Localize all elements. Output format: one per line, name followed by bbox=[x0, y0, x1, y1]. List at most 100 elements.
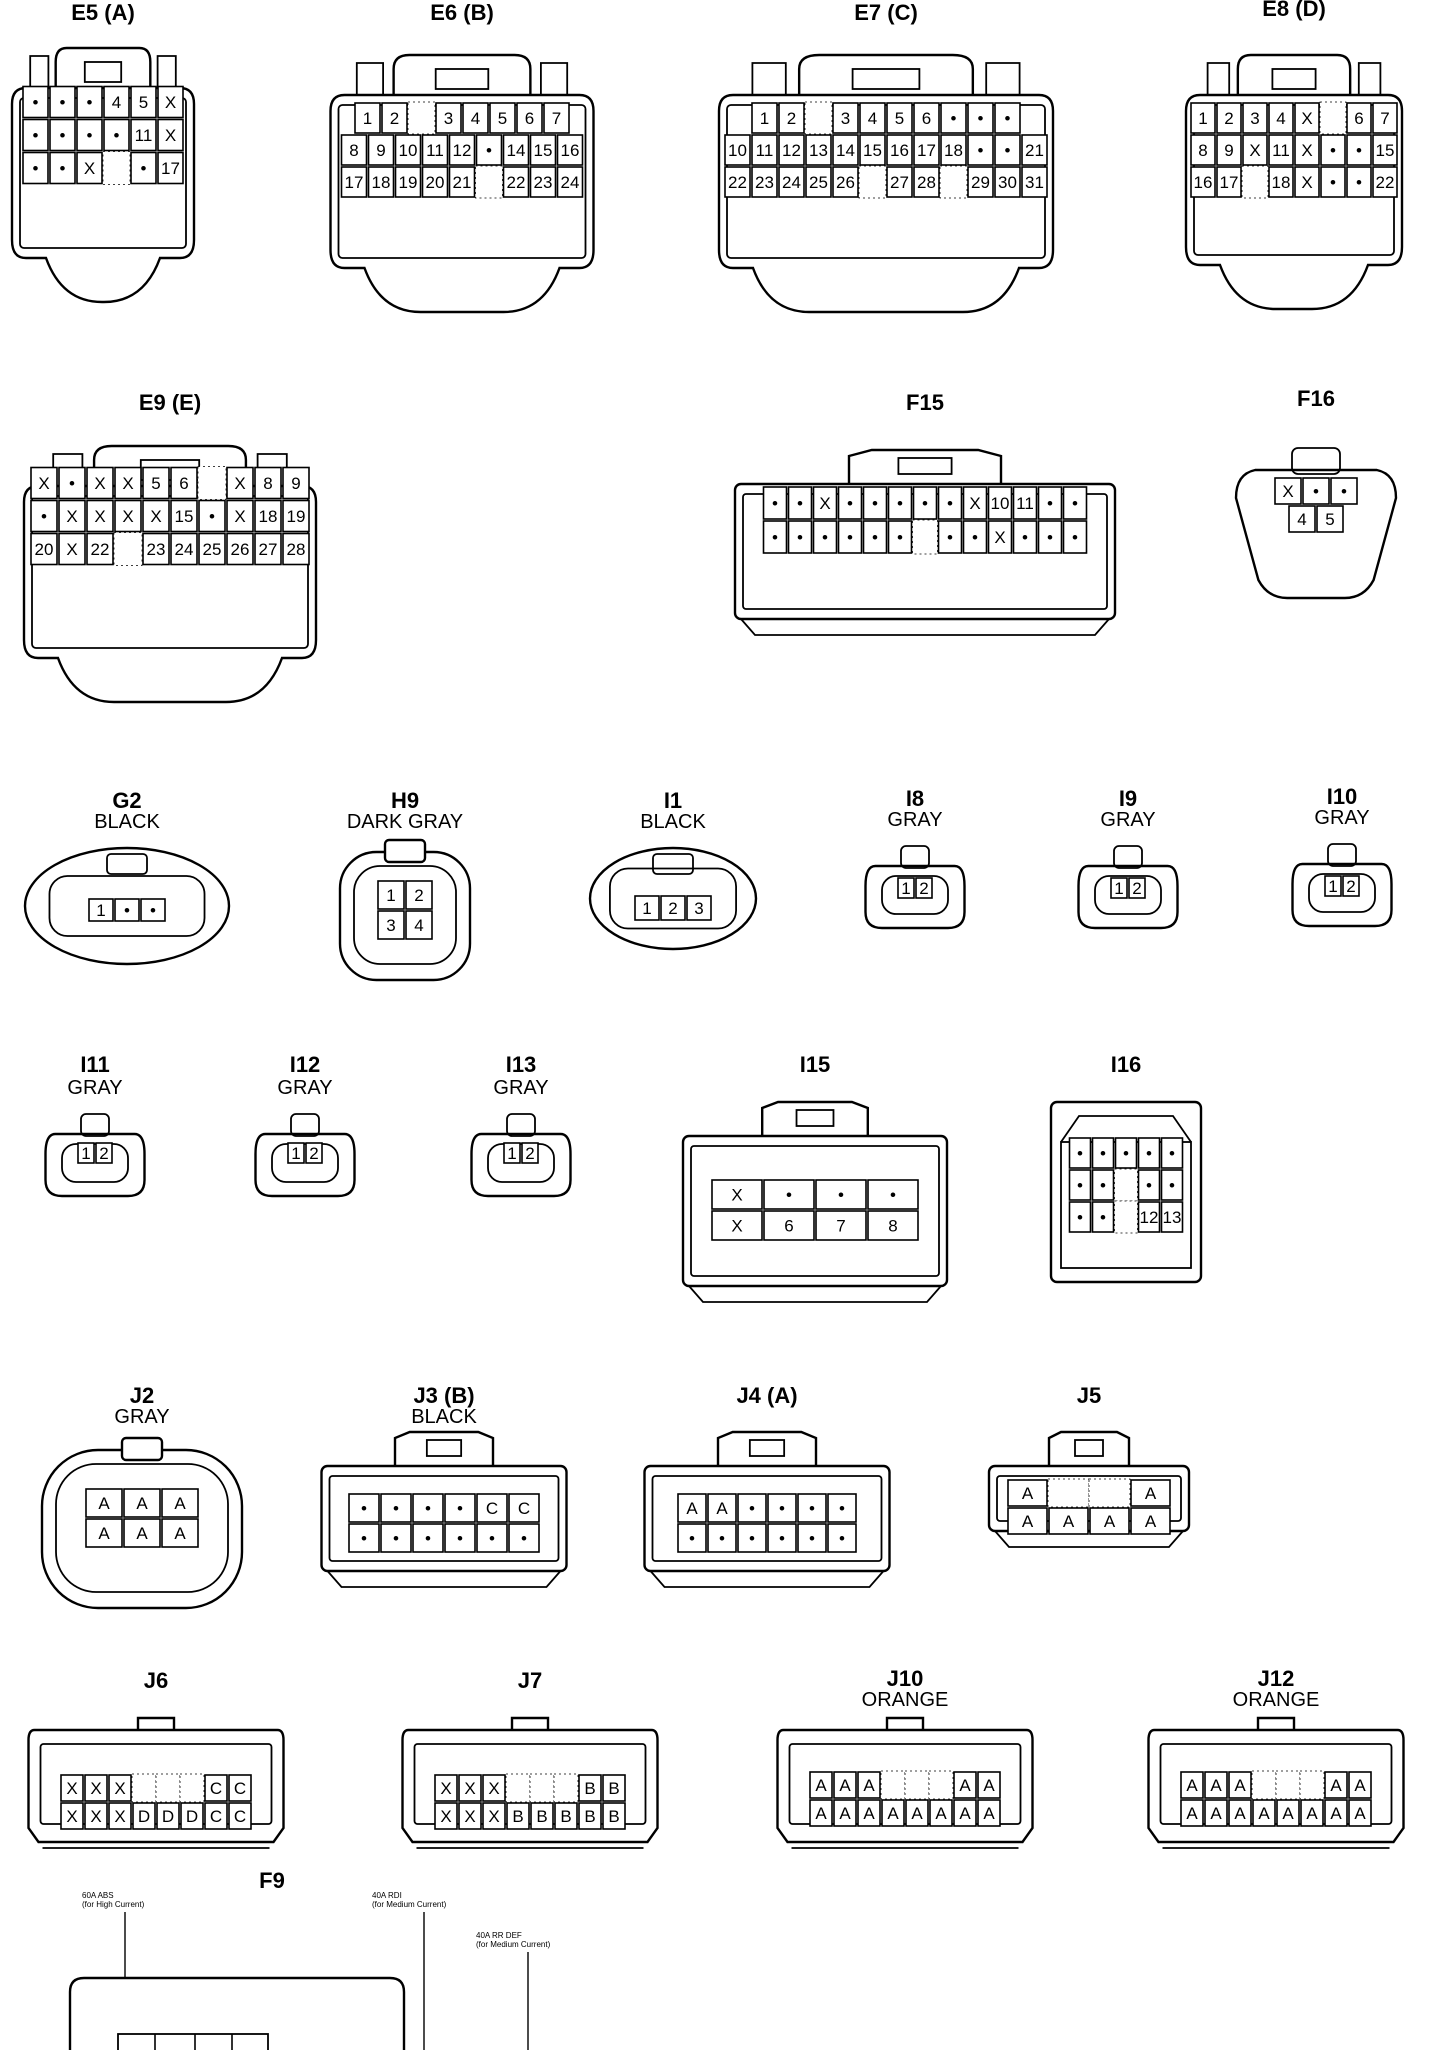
j12-pin-label: A bbox=[1210, 1804, 1222, 1823]
f15-pin-label: • bbox=[897, 528, 903, 547]
j3-pin-cell bbox=[348, 1523, 380, 1553]
j7-pin-label: X bbox=[440, 1807, 451, 1826]
e9-pin-label: X bbox=[234, 474, 245, 493]
j4-pin-label: • bbox=[779, 1499, 785, 1518]
e9-inner-frame bbox=[31, 495, 309, 649]
e5-pin-cell bbox=[49, 151, 76, 185]
i16-empty-slot bbox=[1114, 1168, 1138, 1202]
j10-pin-cell bbox=[857, 1771, 881, 1799]
j12-pin-label: A bbox=[1282, 1804, 1294, 1823]
e8-pin-label: • bbox=[1330, 173, 1336, 192]
e7-pin-cell bbox=[886, 166, 913, 198]
i15-pin-label: 6 bbox=[784, 1217, 793, 1236]
j4-pin-cell bbox=[737, 1493, 767, 1523]
e8-pin-label: • bbox=[1330, 141, 1336, 160]
e5-pin-cell bbox=[130, 118, 157, 152]
j4-pin-cell bbox=[677, 1493, 707, 1523]
e5-inner-frame bbox=[19, 97, 187, 249]
e7-pin-cell bbox=[724, 134, 751, 166]
j4-base bbox=[649, 1570, 885, 1588]
i16-pin-label: • bbox=[1100, 1144, 1106, 1163]
i15-pin-label: • bbox=[890, 1186, 896, 1205]
e9-pin-cell bbox=[254, 499, 282, 533]
e6-pin-label: 15 bbox=[534, 141, 553, 160]
f15-empty-slot bbox=[912, 519, 938, 555]
g2-pin-cell bbox=[140, 898, 166, 922]
j12-pin-cell bbox=[1324, 1799, 1348, 1827]
i15-latch bbox=[761, 1100, 869, 1136]
connector-title: I8 bbox=[906, 786, 924, 811]
i1-pin-label: 3 bbox=[694, 899, 703, 918]
j7-pin-cell bbox=[458, 1774, 482, 1802]
j4-pin-label: • bbox=[779, 1529, 785, 1548]
f15-pin-label: • bbox=[947, 494, 953, 513]
e7-pin-cell bbox=[859, 134, 886, 166]
j12-pin-cell bbox=[1204, 1799, 1228, 1827]
j10-pin-label: A bbox=[983, 1804, 995, 1823]
e9-pin-label: X bbox=[150, 507, 161, 526]
e7-pin-label: 17 bbox=[917, 141, 936, 160]
e5-pin-label: • bbox=[60, 126, 66, 145]
connector-title: J3 (B) bbox=[413, 1383, 474, 1408]
e6-pin-cell bbox=[529, 134, 557, 166]
j7-latch bbox=[510, 1716, 550, 1730]
f15-pin-cell bbox=[837, 520, 863, 554]
f15-pin-label: • bbox=[797, 494, 803, 513]
j3-pin-label: • bbox=[361, 1529, 367, 1548]
j6-empty-slot bbox=[179, 1773, 205, 1803]
connector-title: J12 bbox=[1258, 1666, 1295, 1691]
e5-pin-label: 5 bbox=[139, 93, 148, 112]
j12-pin-cell bbox=[1348, 1799, 1372, 1827]
e8-rib-right bbox=[1357, 62, 1382, 115]
j10-empty-slot bbox=[904, 1770, 930, 1800]
e9-pin-label: 18 bbox=[259, 507, 278, 526]
f15-pin-label: X bbox=[819, 494, 830, 513]
i1-pin-label: 1 bbox=[642, 899, 651, 918]
e7-empty-slot bbox=[804, 101, 833, 135]
g2-pin-label: • bbox=[150, 901, 156, 920]
j6-pin-cell bbox=[204, 1774, 228, 1802]
e5-pin-cell bbox=[157, 118, 184, 152]
j5-pin-label: A bbox=[1022, 1484, 1034, 1503]
f15-pin-cell bbox=[862, 520, 888, 554]
i10-pin-cell bbox=[1324, 875, 1342, 897]
connector-title: E7 (C) bbox=[854, 0, 918, 25]
connector-title: I13 bbox=[506, 1052, 537, 1077]
j3-base bbox=[326, 1570, 562, 1588]
e6-pin-cell bbox=[556, 166, 584, 198]
j10-pin-cell bbox=[833, 1799, 857, 1827]
e9-pin-label: • bbox=[69, 474, 75, 493]
j2-pin-cell bbox=[123, 1488, 161, 1518]
f15-pin-label: • bbox=[1047, 494, 1053, 513]
connector-title: I12 bbox=[290, 1052, 321, 1077]
e6-pin-label: 21 bbox=[453, 173, 472, 192]
f15-pin-label: • bbox=[772, 528, 778, 547]
connector-title: J5 bbox=[1077, 1383, 1101, 1408]
i9-pin-label: 2 bbox=[1132, 879, 1141, 898]
connector-color-label: GRAY bbox=[277, 1077, 332, 1099]
e6-pin-label: 22 bbox=[507, 173, 526, 192]
i16-pin-label: • bbox=[1123, 1144, 1129, 1163]
j7-pin-label: B bbox=[584, 1779, 595, 1798]
i1-pin-label: 2 bbox=[668, 899, 677, 918]
j2-pin-label: A bbox=[174, 1494, 186, 1513]
f15-pin-cell bbox=[812, 520, 838, 554]
connector-color-label: GRAY bbox=[1100, 809, 1155, 831]
e7-pin-cell bbox=[1021, 166, 1048, 198]
g2-pin-cell bbox=[114, 898, 140, 922]
e7-pin-cell bbox=[751, 134, 778, 166]
f15-pin-cell bbox=[762, 520, 788, 554]
e9-pin-label: 20 bbox=[35, 540, 54, 559]
i11-pin-cell bbox=[77, 1142, 95, 1164]
i12-pin-cell bbox=[305, 1142, 323, 1164]
e8-pin-label: 6 bbox=[1354, 109, 1363, 128]
j12-pin-label: A bbox=[1354, 1776, 1366, 1795]
e8-pin-label: 9 bbox=[1224, 141, 1233, 160]
j12-empty-slot bbox=[1299, 1770, 1325, 1800]
e5-pin-label: • bbox=[60, 93, 66, 112]
e5-empty-slot bbox=[102, 151, 131, 185]
